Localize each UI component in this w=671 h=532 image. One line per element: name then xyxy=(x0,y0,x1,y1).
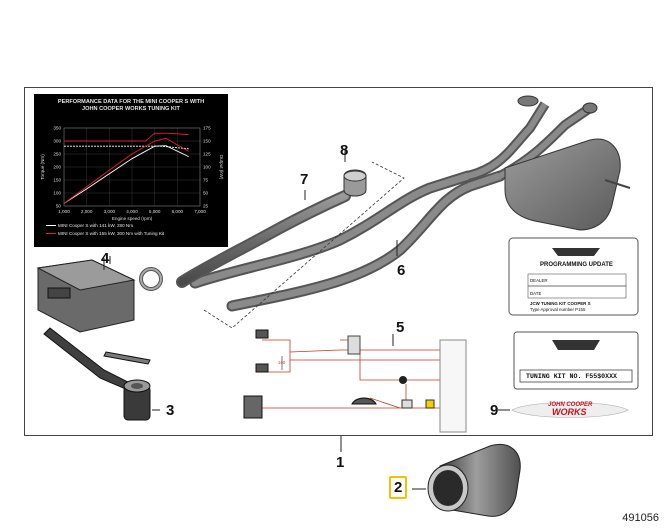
series-line-2 xyxy=(63,145,189,204)
callout-5: 5 xyxy=(396,319,405,336)
callout-2: 2 xyxy=(389,476,408,499)
kit-outline-dashed xyxy=(203,161,405,329)
clamp-part-8 xyxy=(343,150,367,197)
y2-tick-label: 75 xyxy=(203,178,209,183)
dimension-label: 160 xyxy=(278,360,286,365)
exhaust-pipe-part-6 xyxy=(189,95,631,312)
chart-plot: 50 100 150 200 250 300 350 25 50 75 100 125 150 175 1,… xyxy=(40,126,224,222)
programming-update-plate xyxy=(508,237,639,316)
callout-3: 3 xyxy=(166,402,175,419)
jcw-badge xyxy=(511,402,629,418)
y-tick-label: 150 xyxy=(53,178,61,183)
series-line-1 xyxy=(64,132,189,142)
x-tick-label: 3,000 xyxy=(104,209,116,214)
tailpipe-tip-part-2 xyxy=(427,444,521,517)
callout-1: 1 xyxy=(336,454,345,471)
plot-border xyxy=(63,127,201,207)
ring-clamp xyxy=(139,267,163,291)
callout-8: 8 xyxy=(340,142,349,159)
chart-title-line1: PERFORMANCE DATA FOR THE MINI COOPER S W… xyxy=(57,99,205,105)
legend-label-tuned: MINI Cooper S with 155 kW, 300 Nm with T… xyxy=(58,231,165,236)
x-axis-label: Engine speed (rpm) xyxy=(112,216,153,221)
control-unit-part-4 xyxy=(36,258,136,333)
performance-chart: PERFORMANCE DATA FOR THE MINI COOPER S W… xyxy=(34,94,228,247)
tuning-kit-number: TUNING KIT NO. F55$0XXX xyxy=(526,373,618,380)
y-tick-label: 250 xyxy=(53,152,61,157)
legend-entry-stock: MINI Cooper S with 141 kW, 280 Nm xyxy=(46,223,133,228)
legend-entry-tuned: MINI Cooper S with 155 kW, 300 Nm with T… xyxy=(46,231,164,236)
y2-tick-label: 50 xyxy=(203,191,209,196)
plate-kit-label: JCW TUNING KIT COOPER S xyxy=(530,301,591,306)
sensor-part-3 xyxy=(43,327,160,421)
y2-axis-label: Output (kW) xyxy=(219,155,224,180)
callout-9: 9 xyxy=(490,402,499,419)
parts-frame xyxy=(24,87,653,436)
y2-tick-label: 100 xyxy=(203,165,211,170)
x-tick-label: 4,000 xyxy=(126,209,138,214)
chart-title-line2: JOHN COOPER WORKS TUNING KIT xyxy=(82,106,180,112)
y-tick-label: 350 xyxy=(53,126,61,131)
harness-connectors xyxy=(243,329,467,433)
y-tick-label: 50 xyxy=(56,204,62,209)
legend-label-stock: MINI Cooper S with 141 kW, 280 Nm xyxy=(58,223,134,228)
callout-7: 7 xyxy=(300,171,309,188)
y2-tick-label: 150 xyxy=(203,139,211,144)
y2-tick-label: 175 xyxy=(203,126,211,131)
plate-dealer-label: DEALER xyxy=(530,278,548,283)
x-tick-label: 6,000 xyxy=(172,209,184,214)
badge-line2: WORKS xyxy=(552,407,587,417)
x-tick-label: 2,000 xyxy=(81,209,93,214)
tuning-kit-plate xyxy=(513,331,639,390)
y-tick-label: 100 xyxy=(53,191,61,196)
callout-4: 4 xyxy=(101,250,110,267)
y-tick-label: 200 xyxy=(53,165,61,170)
pipe-section-part-7 xyxy=(176,190,351,288)
badge-line1: JOHN COOPER xyxy=(548,402,593,408)
plate-approval-label: Type Approval number P155 xyxy=(530,307,586,312)
series-line-3 xyxy=(63,137,189,204)
plate-header: PROGRAMMING UPDATE xyxy=(540,262,613,268)
x-tick-label: 5,000 xyxy=(149,209,161,214)
y2-tick-label: 125 xyxy=(203,152,211,157)
y2-tick-label: 25 xyxy=(203,204,209,209)
y-tick-label: 300 xyxy=(53,139,61,144)
image-number: 491056 xyxy=(622,512,659,524)
callout-6: 6 xyxy=(397,262,406,279)
x-tick-label: 7,000 xyxy=(194,209,206,214)
x-tick-label: 1,000 xyxy=(58,209,70,214)
y-axis-label: Torque (Nm) xyxy=(40,154,45,180)
plate-date-label: DATE xyxy=(530,291,542,296)
